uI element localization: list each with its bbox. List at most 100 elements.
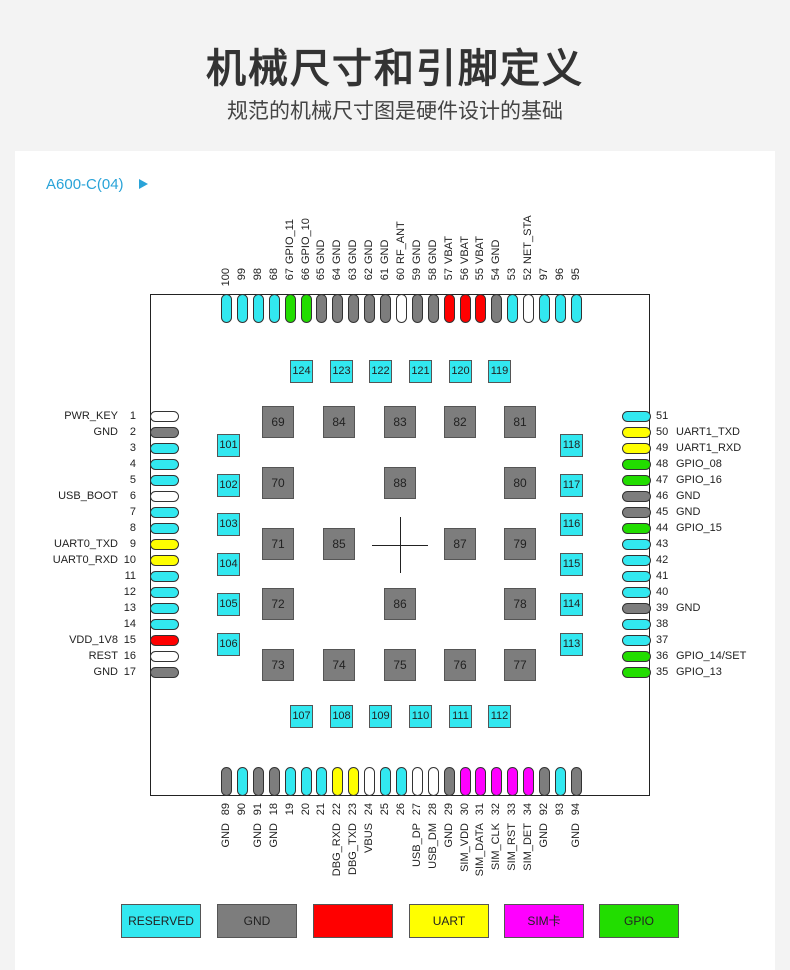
pin-label: RF_ANT	[394, 221, 407, 264]
pin-25[interactable]	[380, 767, 391, 796]
pin-15[interactable]	[150, 635, 179, 646]
pin-number: 5	[129, 474, 136, 486]
pin-38[interactable]	[622, 619, 651, 630]
pin-43[interactable]	[622, 539, 651, 550]
pin-27[interactable]	[411, 767, 423, 796]
pin-96[interactable]	[554, 294, 566, 323]
pin-39[interactable]	[622, 603, 651, 614]
pin-63[interactable]	[348, 294, 360, 323]
pin-23[interactable]	[348, 767, 360, 796]
pin-label: GND	[251, 823, 264, 848]
pin-100[interactable]	[221, 294, 232, 323]
pin-28[interactable]	[427, 767, 439, 796]
pin-34[interactable]	[523, 767, 535, 796]
pin-19[interactable]	[284, 767, 296, 796]
pin-37[interactable]	[622, 635, 651, 646]
pin-42[interactable]	[622, 555, 651, 566]
pin-9[interactable]	[150, 539, 179, 550]
pin-91[interactable]	[252, 767, 264, 796]
pin-59[interactable]	[411, 294, 423, 323]
pin-92[interactable]	[539, 767, 550, 796]
pin-99[interactable]	[236, 294, 248, 323]
pin-98[interactable]	[252, 294, 264, 323]
pin-number: 11	[124, 570, 136, 582]
pin-46[interactable]	[622, 491, 651, 502]
pin-17[interactable]	[150, 667, 179, 678]
pin-51[interactable]	[622, 411, 651, 422]
pin-93[interactable]	[554, 767, 566, 796]
pin-label: GND	[676, 490, 701, 502]
pin-number: 38	[656, 618, 669, 630]
pin-54[interactable]	[491, 294, 503, 323]
pin-94[interactable]	[570, 767, 582, 796]
pin-11[interactable]	[150, 571, 179, 582]
pin-13[interactable]	[150, 603, 179, 614]
pin-52[interactable]	[523, 294, 535, 323]
pin-26[interactable]	[395, 767, 407, 796]
pin-5[interactable]	[150, 475, 179, 486]
pin-20[interactable]	[300, 767, 312, 796]
pin-18[interactable]	[268, 767, 280, 796]
pin-number: 49	[656, 442, 669, 454]
pin-44[interactable]	[622, 523, 651, 534]
pad-104: 104	[217, 553, 240, 576]
pin-8[interactable]	[150, 523, 179, 534]
pin-3[interactable]	[150, 443, 179, 454]
pin-50[interactable]	[622, 427, 651, 438]
pin-6[interactable]	[150, 491, 179, 502]
pin-2[interactable]	[150, 427, 179, 438]
pin-10[interactable]	[150, 555, 179, 566]
pin-1[interactable]	[150, 411, 179, 422]
pin-62[interactable]	[364, 294, 376, 323]
pin-49[interactable]	[622, 443, 651, 454]
pin-40[interactable]	[622, 587, 651, 598]
pin-31[interactable]	[475, 767, 487, 796]
pin-number: 3	[129, 442, 136, 454]
pin-56[interactable]	[459, 294, 471, 323]
pin-number: 100	[220, 268, 232, 287]
pin-24[interactable]	[364, 767, 376, 796]
pin-53[interactable]	[507, 294, 519, 323]
pin-64[interactable]	[332, 294, 344, 323]
pin-68[interactable]	[268, 294, 280, 323]
pin-55[interactable]	[475, 294, 487, 323]
pin-57[interactable]	[443, 294, 455, 323]
pin-58[interactable]	[427, 294, 439, 323]
pin-30[interactable]	[459, 767, 471, 796]
pin-33[interactable]	[507, 767, 519, 796]
pin-7[interactable]	[150, 507, 179, 518]
pin-16[interactable]	[150, 651, 179, 662]
pin-32[interactable]	[491, 767, 503, 796]
play-triangle-icon[interactable]	[139, 179, 148, 189]
pin-48[interactable]	[622, 459, 651, 470]
pin-67[interactable]	[284, 294, 296, 323]
pin-29[interactable]	[443, 767, 455, 796]
pin-65[interactable]	[316, 294, 328, 323]
pin-21[interactable]	[316, 767, 328, 796]
pin-number: 27	[410, 803, 423, 816]
pin-36[interactable]	[622, 651, 651, 662]
pin-label: GND	[442, 823, 455, 848]
pin-12[interactable]	[150, 587, 179, 598]
pin-60[interactable]	[395, 294, 407, 323]
pin-66[interactable]	[300, 294, 312, 323]
pin-45[interactable]	[622, 507, 651, 518]
pad-101: 101	[217, 434, 240, 457]
pin-label: SIM_DET	[522, 823, 535, 871]
pin-35[interactable]	[622, 667, 651, 678]
pin-number: 54	[490, 268, 503, 281]
pin-41[interactable]	[622, 571, 651, 582]
pin-4[interactable]	[150, 459, 179, 470]
pin-97[interactable]	[539, 294, 550, 323]
pin-47[interactable]	[622, 475, 651, 486]
legend-power: POWER	[313, 904, 393, 938]
pad-106: 106	[217, 633, 240, 656]
model-name[interactable]: A600-C(04)	[46, 176, 124, 193]
pin-14[interactable]	[150, 619, 179, 630]
pin-89[interactable]	[221, 767, 232, 796]
pin-95[interactable]	[570, 294, 582, 323]
pin-22[interactable]	[332, 767, 344, 796]
pin-90[interactable]	[236, 767, 248, 796]
pin-label: USB_DM	[426, 823, 439, 869]
pin-61[interactable]	[380, 294, 391, 323]
